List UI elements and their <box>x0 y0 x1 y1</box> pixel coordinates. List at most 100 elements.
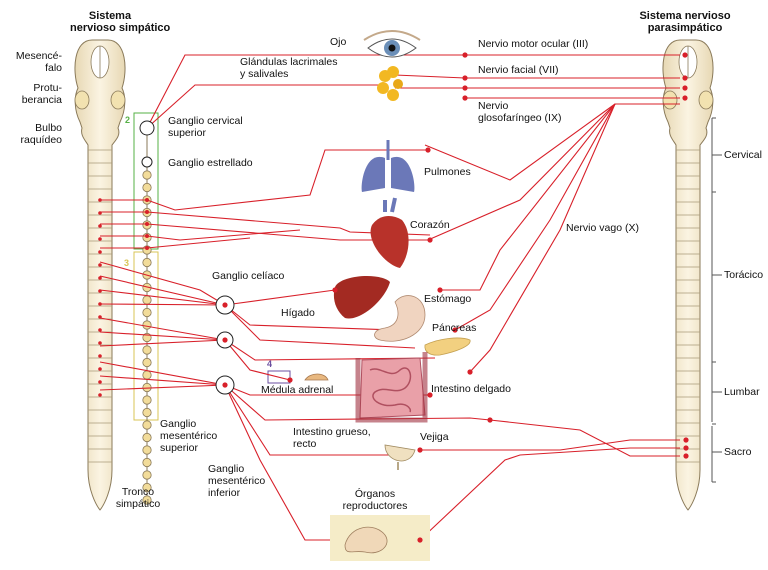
label-protuberancia-line2: berancia <box>0 94 62 106</box>
title-parasympathetic-line1: Sistema nervioso <box>630 10 740 22</box>
label-corazon: Corazón <box>410 219 450 231</box>
cord-nerve-dot <box>98 328 102 332</box>
chain-bead <box>143 258 151 266</box>
synapse-dot <box>437 287 442 292</box>
label-medula-adrenal: Médula adrenal <box>261 384 333 396</box>
chain-bead <box>143 433 151 441</box>
title-parasympathetic-line2: parasimpático <box>630 22 740 34</box>
label-gmi-line2: mesentérico <box>208 475 265 487</box>
label-nervio-vago: Nervio vago (X) <box>566 222 639 234</box>
cord-nerve-dot <box>98 263 102 267</box>
label-tronco-simpatico: Tronco simpático <box>108 486 168 510</box>
left-spinal-cord <box>75 40 125 510</box>
label-vejiga: Vejiga <box>420 431 449 443</box>
label-organos-reproductores: Órganos reproductores <box>340 488 410 512</box>
label-gms-line3: superior <box>160 442 217 454</box>
synapse-dot <box>222 337 227 342</box>
label-nervio-facial: Nervio facial (VII) <box>478 64 559 76</box>
synapse-dot <box>462 95 467 100</box>
label-intestino-grueso-line2: recto <box>293 438 371 450</box>
label-glandulas-line2: y salivales <box>240 68 337 80</box>
synapse-dot <box>332 287 337 292</box>
title-parasympathetic: Sistema nervioso parasimpático <box>630 10 740 34</box>
label-gms-line2: mesentérico <box>160 430 217 442</box>
stomach-illustration <box>375 296 425 342</box>
chain-bead <box>143 458 151 466</box>
chain-bead <box>143 408 151 416</box>
label-tronco-line1: Tronco <box>108 486 168 498</box>
label-protuberancia-line1: Protu- <box>0 82 62 94</box>
cord-nerve-dot <box>98 224 102 228</box>
synapse-dot <box>417 447 422 452</box>
chain-bead <box>143 358 151 366</box>
pancreas-illustration <box>425 338 470 355</box>
chain-bead <box>143 171 151 179</box>
intestines-illustration <box>358 352 425 420</box>
label-ganglio-cervical-line1: Ganglio cervical <box>168 115 243 127</box>
adrenal-illustration <box>305 374 328 380</box>
box-number-4: 4 <box>267 358 272 370</box>
label-gmi-line1: Ganglio <box>208 463 265 475</box>
region-sacro: Sacro <box>724 446 751 458</box>
synapse-dot <box>462 52 467 57</box>
cord-nerve-dot <box>98 250 102 254</box>
chain-bead <box>143 296 151 304</box>
glands-illustration <box>377 66 403 101</box>
box-number-2: 2 <box>125 114 130 126</box>
box-number-3: 3 <box>124 257 129 269</box>
synapse-dot <box>682 85 687 90</box>
synapse-dot <box>222 302 227 307</box>
label-organos-line2: reproductores <box>340 500 410 512</box>
label-organos-line1: Órganos <box>340 488 410 500</box>
label-ganglio-estrellado: Ganglio estrellado <box>168 157 253 169</box>
label-ganglio-celiaco: Ganglio celíaco <box>212 270 284 282</box>
label-gms-line1: Ganglio <box>160 418 217 430</box>
region-lumbar: Lumbar <box>724 386 760 398</box>
label-glosofaringeo-line2: glosofaríngeo (IX) <box>478 112 561 124</box>
label-glosofaringeo-line1: Nervio <box>478 100 561 112</box>
synapse-dot <box>487 417 492 422</box>
chain-bead <box>143 371 151 379</box>
synapse-dot <box>467 369 472 374</box>
synapse-dot <box>462 75 467 80</box>
synapse-dot <box>682 75 687 80</box>
region-brackets <box>712 118 722 482</box>
label-protuberancia: Protu- berancia <box>0 82 62 106</box>
chain-bead <box>143 321 151 329</box>
sympathetic-chain <box>143 126 151 504</box>
label-glandulas-line1: Glándulas lacrimales <box>240 56 337 68</box>
synapse-dot <box>287 377 292 382</box>
cord-nerve-dot <box>98 237 102 241</box>
synapse-dot <box>683 437 688 442</box>
region-cervical: Cervical <box>724 149 762 161</box>
cord-nerve-dot <box>98 367 102 371</box>
chain-bead <box>143 396 151 404</box>
chain-bead <box>143 421 151 429</box>
label-ganglio-mesenterico-inferior: Ganglio mesentérico inferior <box>208 463 265 499</box>
synapse-dot <box>683 445 688 450</box>
chain-bead <box>143 346 151 354</box>
synapse-dot <box>682 52 687 57</box>
title-sympathetic-line2: nervioso simpático <box>70 22 150 34</box>
label-ganglio-cervical-line2: superior <box>168 127 243 139</box>
label-estomago: Estómago <box>424 293 471 305</box>
label-higado: Hígado <box>281 307 315 319</box>
eye-illustration <box>364 31 420 57</box>
label-mesencefalo: Mesencé- falo <box>0 50 62 74</box>
synapse-dot <box>462 85 467 90</box>
cord-nerve-dot <box>98 393 102 397</box>
liver-illustration <box>334 276 390 318</box>
synapse-dot <box>425 147 430 152</box>
label-ganglio-mesenterico-superior: Ganglio mesentérico superior <box>160 418 217 454</box>
synapse-dot <box>427 237 432 242</box>
title-sympathetic-line1: Sistema <box>70 10 150 22</box>
synapse-dot <box>222 382 227 387</box>
cord-nerve-dot <box>98 380 102 384</box>
chain-bead <box>143 471 151 479</box>
heart-illustration <box>371 198 409 268</box>
label-intestino-delgado: Intestino delgado <box>431 383 511 395</box>
chain-bead <box>143 308 151 316</box>
label-nervio-glosofaringeo: Nervio glosofaríngeo (IX) <box>478 100 561 124</box>
